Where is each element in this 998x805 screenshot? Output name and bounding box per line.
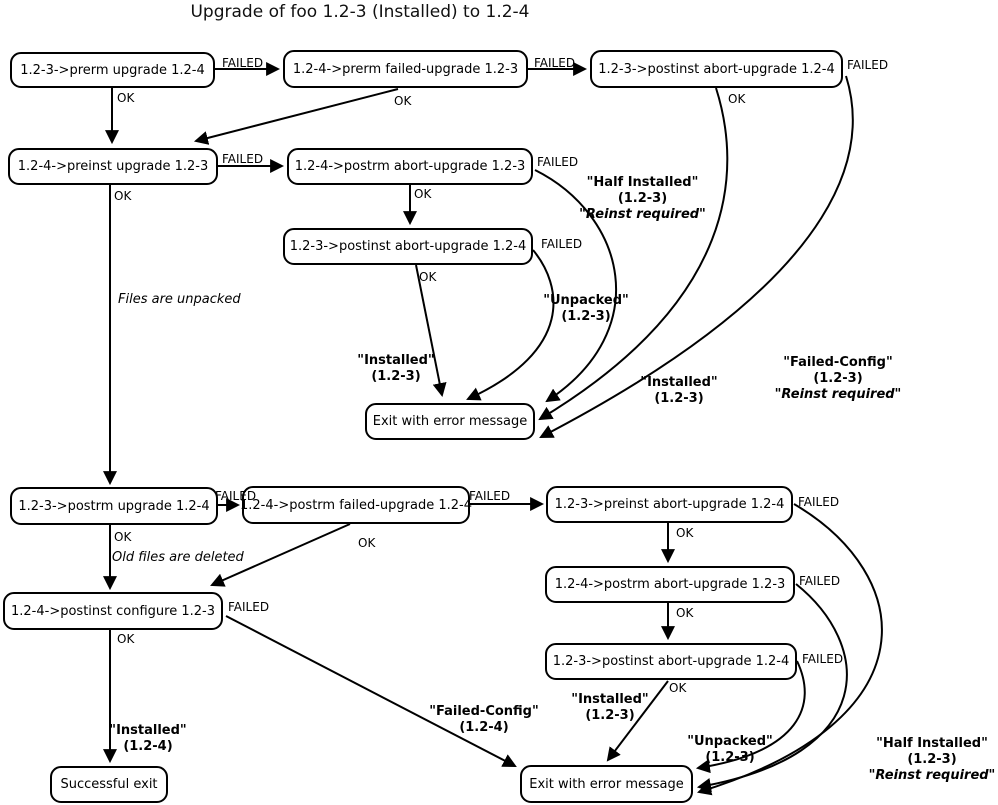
- node-prerm-failed-upgrade: 1.2-4->prerm failed-upgrade 1.2-3: [283, 50, 528, 88]
- state-half-installed-123: "Half Installed" (1.2-3) "Reinst require…: [579, 175, 706, 222]
- failed-label: FAILED: [222, 152, 264, 166]
- edge-postrm-abort-mid-failed: [534, 169, 617, 403]
- state-installed-123: "Installed" (1.2-3): [571, 692, 649, 723]
- state-unpacked-123: "Unpacked" (1.2-3): [687, 734, 773, 765]
- edge-postinst-configure-failed: [225, 615, 517, 767]
- failed-label: FAILED: [222, 56, 264, 70]
- failed-label: FAILED: [847, 58, 889, 72]
- node-postinst-configure: 1.2-4->postinst configure 1.2-3: [3, 592, 223, 630]
- node-postrm-failed-upgrade: 1.2-4->postrm failed-upgrade 1.2-4: [240, 486, 472, 524]
- edge-postrm-failed-upgrade-ok: [210, 523, 351, 587]
- note-files-unpacked: Files are unpacked: [118, 292, 241, 307]
- ok-label: OK: [394, 94, 412, 108]
- node-postinst-abort-upgrade-mid: 1.2-3->postinst abort-upgrade 1.2-4: [283, 228, 533, 265]
- state-half-installed-123: "Half Installed" (1.2-3) "Reinst require…: [868, 736, 996, 783]
- node-postrm-abort-upgrade-mid: 1.2-4->postrm abort-upgrade 1.2-3: [287, 148, 533, 185]
- edge-postinst-abort-top-failed: [539, 75, 854, 438]
- failed-label: FAILED: [799, 574, 841, 588]
- node-prerm-upgrade: 1.2-3->prerm upgrade 1.2-4: [10, 52, 215, 88]
- node-postinst-abort-upgrade-top: 1.2-3->postinst abort-upgrade 1.2-4: [590, 50, 843, 88]
- state-unpacked-123: "Unpacked" (1.2-3): [543, 293, 629, 324]
- ok-label: OK: [728, 92, 746, 106]
- edge-postrm-abort-bottom-failed: [696, 583, 848, 792]
- edge-prerm-failed-upgrade-ok: [193, 88, 399, 145]
- state-installed-124: "Installed" (1.2-4): [109, 723, 187, 754]
- edge-preinst-abort-failed: [696, 503, 883, 796]
- ok-label: OK: [676, 526, 694, 540]
- failed-label: FAILED: [541, 237, 583, 251]
- ok-label: OK: [117, 632, 135, 646]
- node-postinst-abort-upgrade-bottom: 1.2-3->postinst abort-upgrade 1.2-4: [545, 643, 797, 680]
- failed-label: FAILED: [537, 155, 579, 169]
- edge-postinst-abort-bottom-ok: [606, 680, 669, 762]
- node-exit-error-top: Exit with error message: [365, 403, 535, 440]
- edge-postinst-abort-top-ok: [538, 87, 729, 421]
- state-installed-123: "Installed" (1.2-3): [357, 353, 435, 384]
- state-failed-config-124: "Failed-Config" (1.2-4): [429, 704, 539, 735]
- ok-label: OK: [117, 91, 135, 105]
- failed-label: FAILED: [215, 489, 257, 503]
- ok-label: OK: [414, 187, 432, 201]
- node-postrm-upgrade: 1.2-3->postrm upgrade 1.2-4: [10, 487, 218, 525]
- diagram-title: Upgrade of foo 1.2-3 (Installed) to 1.2-…: [190, 2, 530, 22]
- ok-label: OK: [676, 606, 694, 620]
- edge-postinst-abort-mid-failed: [466, 249, 555, 401]
- ok-label: OK: [669, 681, 687, 695]
- node-preinst-abort-upgrade: 1.2-3->preinst abort-upgrade 1.2-4: [546, 486, 793, 523]
- node-preinst-upgrade: 1.2-4->preinst upgrade 1.2-3: [8, 148, 218, 185]
- edge-postinst-abort-bottom-failed: [695, 660, 806, 774]
- failed-label: FAILED: [534, 56, 576, 70]
- failed-label: FAILED: [228, 600, 270, 614]
- failed-label: FAILED: [802, 652, 844, 666]
- ok-label: OK: [114, 189, 132, 203]
- note-old-files-deleted: Old files are deleted: [112, 550, 244, 565]
- failed-label: FAILED: [798, 495, 840, 509]
- ok-label: OK: [358, 536, 376, 550]
- edge-postinst-abort-mid-ok: [415, 264, 447, 398]
- failed-label: FAILED: [469, 489, 511, 503]
- node-postrm-abort-upgrade-bottom: 1.2-4->postrm abort-upgrade 1.2-3: [545, 566, 795, 603]
- ok-label: OK: [114, 530, 132, 544]
- state-installed-123: "Installed" (1.2-3): [640, 375, 718, 406]
- node-successful-exit: Successful exit: [50, 766, 168, 803]
- state-failed-config-123: "Failed-Config" (1.2-3) "Reinst required…: [774, 355, 902, 402]
- ok-label: OK: [419, 270, 437, 284]
- node-exit-error-bottom: Exit with error message: [520, 765, 693, 803]
